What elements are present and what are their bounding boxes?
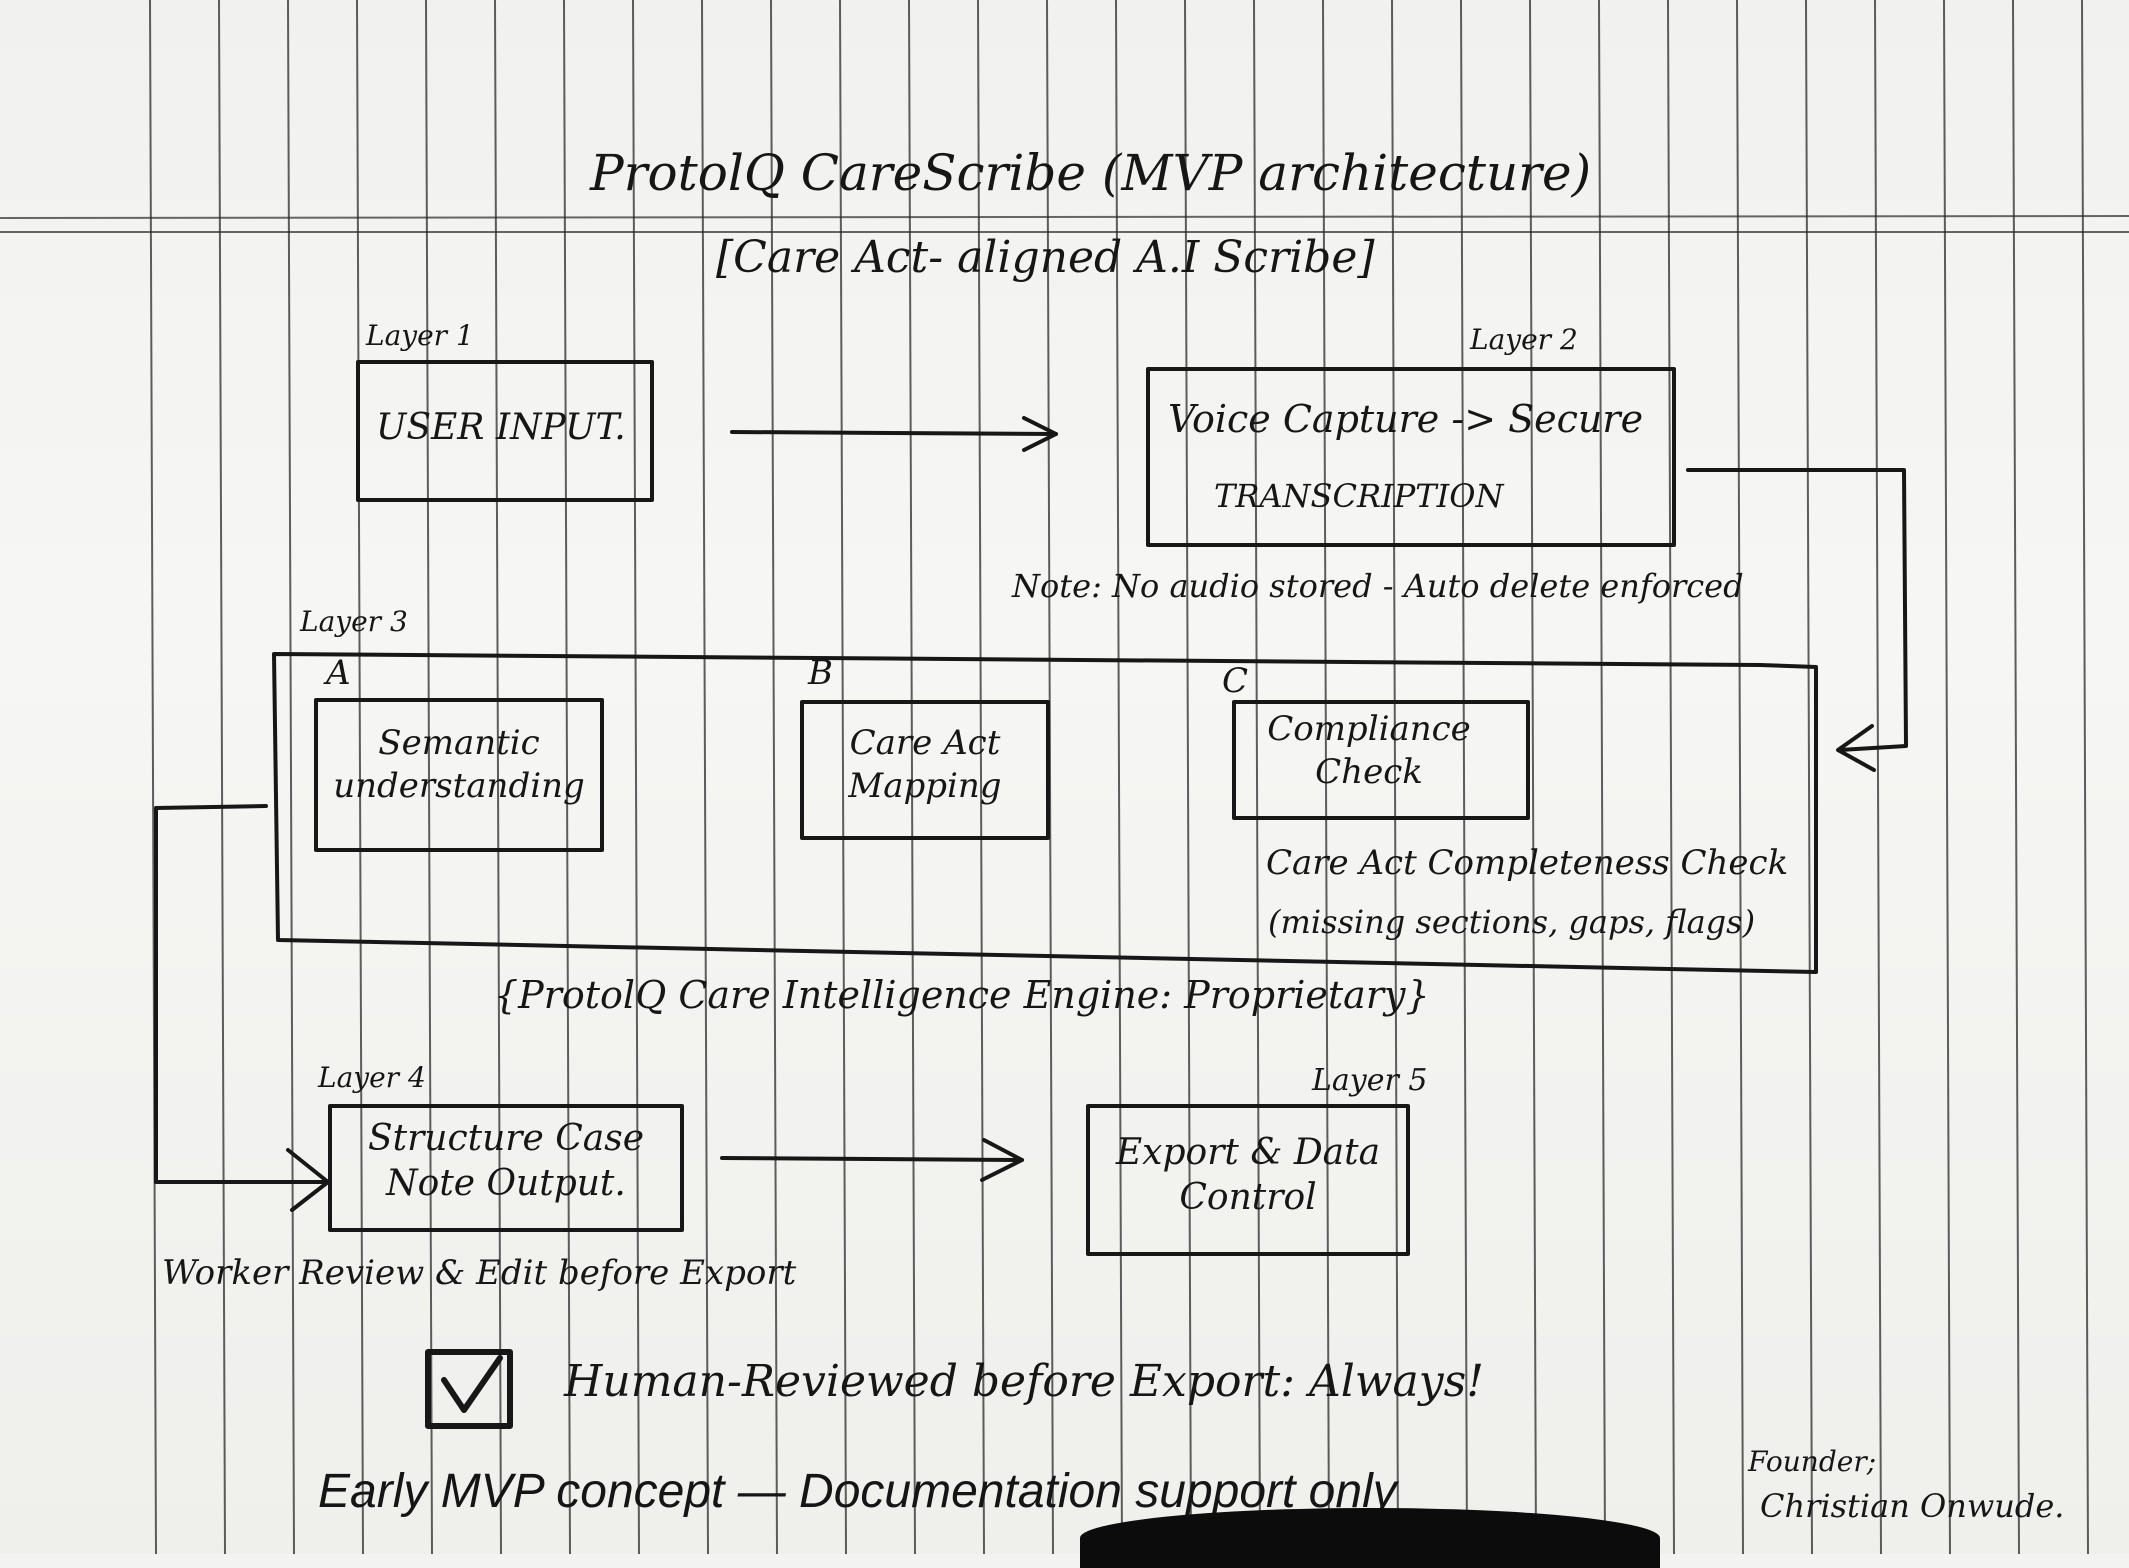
review-note: Worker Review & Edit before Export: [162, 1253, 797, 1293]
layer2-note: Note: No audio stored - Auto delete enfo…: [1012, 567, 1744, 605]
paper-rule-line: [1184, 0, 1192, 1554]
bottom-shadow: [1080, 1508, 1660, 1568]
paper-rule-line: [356, 0, 364, 1554]
layer2-label: Layer 2: [1470, 323, 1578, 356]
layer1-box: [356, 360, 654, 502]
paper-rule-line: [1667, 0, 1675, 1554]
paper-rule-line: [1460, 0, 1468, 1554]
paper-rule-line: [563, 0, 571, 1554]
layer5-text: Export & Data Control: [1115, 1132, 1381, 1218]
footer-caption: Early MVP concept — Documentation suppor…: [318, 1465, 1397, 1518]
paper-rule-line: [1529, 0, 1537, 1554]
paper-rule-line: [287, 0, 295, 1554]
layer4-box: [328, 1104, 684, 1232]
diagram-title: ProtolQ CareScribe (MVP architecture): [590, 144, 1592, 202]
paper-rule-line: [1805, 0, 1813, 1554]
paper-rule-line: [977, 0, 985, 1554]
paper-rule-line: [1598, 0, 1606, 1554]
paper-rule-line: [1253, 0, 1261, 1554]
layer5-box: [1086, 1104, 1410, 1256]
paper-rule-line: [494, 0, 502, 1554]
paper-rule-line: [632, 0, 640, 1554]
arrow-layer2-to-layer3: [1686, 468, 1908, 772]
paper-rule-line: [1391, 0, 1399, 1554]
layer2-text-line2: TRANSCRIPTION: [1214, 477, 1504, 515]
arrow-layer4-to-layer5: [720, 1138, 1024, 1182]
arrow-layer3-to-layer4: [154, 804, 330, 1212]
checkbox-tick: [441, 1355, 503, 1413]
layer1-text: USER INPUT.: [376, 407, 626, 448]
paper-rule-line: [908, 0, 916, 1554]
paper-fold-line: [0, 215, 2129, 219]
layer4-text: Structure Case Note Output.: [367, 1118, 645, 1204]
paper-rule-line: [770, 0, 778, 1554]
paper-rule-line: [218, 0, 226, 1554]
arrow-layer1-to-layer2: [730, 416, 1058, 452]
box-a: [314, 698, 604, 852]
box-b-letter: B: [808, 653, 833, 693]
layer3-container: [272, 652, 1818, 974]
diagram-subtitle: [Care Act- aligned A.I Scribe]: [716, 232, 1375, 283]
layer3-label: Layer 3: [300, 605, 408, 638]
box-a-text: Semantic understanding: [333, 723, 585, 806]
paper-rule-line: [1736, 0, 1744, 1554]
layer2-text-line1: Voice Capture -> Secure: [1168, 397, 1644, 441]
paper-rule-line: [149, 0, 157, 1554]
signature-role: Founder;: [1748, 1445, 1877, 1478]
box-b: [800, 700, 1050, 840]
paper-rule-line: [839, 0, 847, 1554]
completeness-check-line2: (missing sections, gaps, flags): [1268, 903, 1756, 941]
box-c: [1232, 700, 1530, 820]
paper-rule-line: [2081, 0, 2089, 1554]
paper-rule-line: [1322, 0, 1330, 1554]
paper-rule-line: [2012, 0, 2020, 1554]
box-b-text: Care Act Mapping: [848, 723, 1002, 806]
layer1-label: Layer 1: [366, 319, 474, 352]
completeness-check-line1: Care Act Completeness Check: [1266, 843, 1789, 883]
box-a-letter: A: [326, 653, 351, 693]
checkbox-frame: [425, 1349, 513, 1429]
paper-rule-line: [1874, 0, 1882, 1554]
paper-rule-line: [1943, 0, 1951, 1554]
signature-name: Christian Onwude.: [1760, 1487, 2065, 1525]
paper-rule-line: [1115, 0, 1123, 1554]
paper-rule-line: [701, 0, 709, 1554]
layer2-box: [1146, 367, 1676, 547]
layer4-label: Layer 4: [318, 1061, 426, 1094]
paper-rule-line: [425, 0, 433, 1554]
box-c-letter: C: [1222, 661, 1249, 701]
layer5-label: Layer 5: [1312, 1063, 1428, 1098]
engine-label: {ProtolQ Care Intelligence Engine: Propr…: [494, 973, 1430, 1017]
human-review-statement: Human-Reviewed before Export: Always!: [564, 1356, 1484, 1407]
box-c-text: Compliance Check: [1267, 709, 1471, 792]
